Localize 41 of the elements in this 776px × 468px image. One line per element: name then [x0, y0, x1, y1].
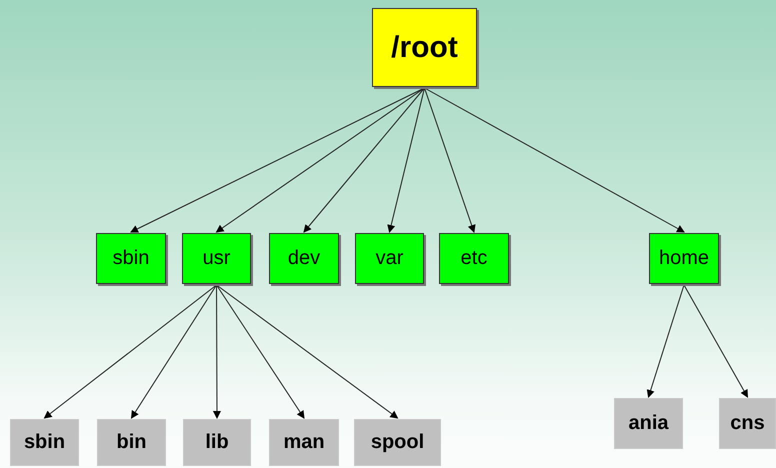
arrow [216, 284, 305, 419]
directory-name: etc [460, 247, 488, 270]
subdirectory-box [354, 419, 441, 466]
directory-box [355, 233, 424, 284]
arrow [424, 88, 685, 232]
directory-box [182, 233, 251, 284]
directory-name: ania [628, 412, 669, 435]
directory-box [96, 233, 166, 284]
root-box [372, 8, 477, 87]
subdirectory-box [97, 419, 166, 466]
arrow [212, 284, 221, 419]
directory-name: usr [202, 247, 230, 270]
arrow [130, 284, 217, 419]
directory-name: bin [116, 431, 146, 454]
directory-name: var [376, 247, 404, 270]
directory-name: home [658, 247, 710, 270]
directory-name: sbin [24, 431, 66, 454]
directory-name: man [283, 431, 325, 454]
directory-name: sbin [112, 247, 150, 270]
directory-box [649, 233, 719, 284]
arrow [130, 88, 425, 232]
directory-name: cns [730, 412, 765, 435]
directory-box [269, 233, 339, 284]
subdirectory-box [269, 419, 339, 466]
directory-name: dev [288, 247, 320, 270]
arrow [387, 88, 425, 233]
arrow [303, 88, 425, 233]
arrow [424, 88, 476, 233]
subdirectory-box [10, 419, 79, 466]
arrow [684, 284, 748, 398]
arrow [646, 284, 684, 398]
arrow [216, 284, 398, 419]
directory-name: lib [205, 431, 229, 454]
directory-name: spool [370, 431, 424, 454]
directory-box [439, 233, 509, 284]
subdirectory-box [614, 398, 683, 449]
arrow [216, 88, 425, 233]
directory-name: /root [391, 30, 458, 64]
subdirectory-box [719, 398, 776, 449]
arrow [44, 284, 217, 419]
subdirectory-box [183, 419, 251, 466]
